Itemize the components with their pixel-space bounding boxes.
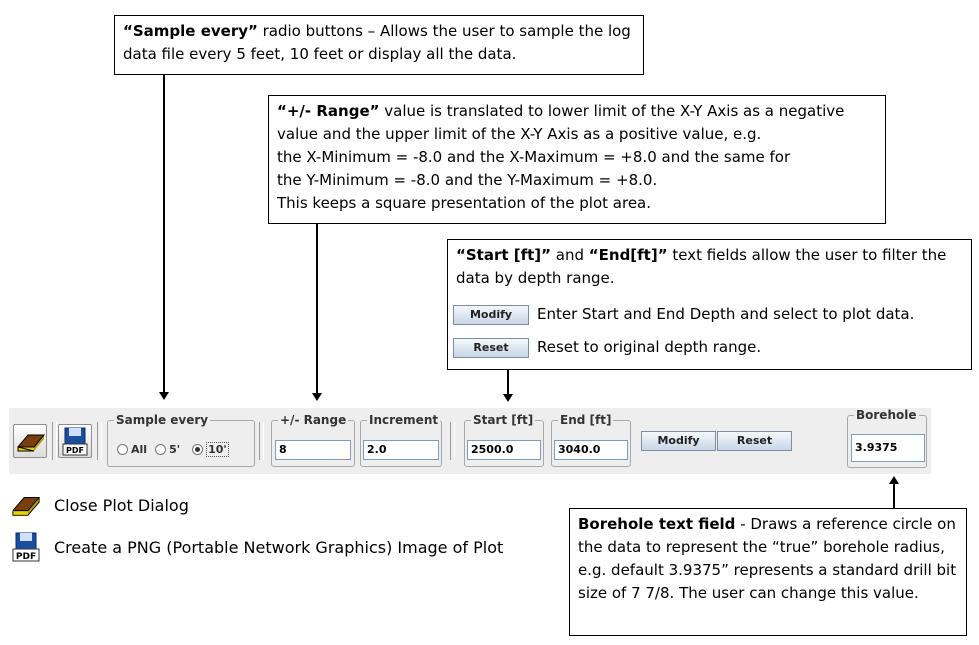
reset-desc: Reset to original depth range. <box>537 338 762 356</box>
range-callout-line4: the Y-Minimum = -8.0 and the Y-Maximum =… <box>277 171 658 189</box>
save-pdf-icon: PDF <box>62 427 88 456</box>
end-label-bold: “End[ft]” <box>588 246 668 264</box>
borehole-callout-title: Borehole text field <box>578 515 736 533</box>
eraser-icon <box>17 434 46 452</box>
range-callout-line1: value is translated to lower limit of th… <box>379 102 845 120</box>
sample-callout-title: “Sample every” <box>123 22 258 40</box>
depth-arrow-head <box>503 394 513 402</box>
range-callout: “+/- Range” value is translated to lower… <box>268 95 886 224</box>
reset-button-sample: Reset <box>453 337 529 358</box>
range-arrow <box>316 224 318 394</box>
end-depth-input[interactable]: 3040.0 <box>554 440 628 460</box>
range-input[interactable]: 8 <box>275 440 351 460</box>
start-legend: Start [ft] <box>473 413 534 427</box>
create-png-button[interactable]: PDF <box>58 424 92 458</box>
toolbar-separator <box>52 422 57 460</box>
toolbar-separator <box>450 422 455 460</box>
radio-10ft[interactable] <box>192 444 204 455</box>
legend-png: PDF Create a PNG (Portable Network Graph… <box>10 531 503 563</box>
radio-10ft-label: 10' <box>206 442 229 457</box>
sample-arrow <box>163 75 165 393</box>
modify-desc: Enter Start and End Depth and select to … <box>537 305 915 323</box>
depth-callout-text: text fields allow the user to filter the… <box>456 246 947 287</box>
legend-png-label: Create a PNG (Portable Network Graphics)… <box>54 537 504 557</box>
start-depth-input[interactable]: 2500.0 <box>467 440 541 460</box>
borehole-input[interactable]: 3.9375 <box>851 434 925 462</box>
depth-mid-text: and <box>551 246 589 264</box>
radio-all-label: All <box>131 443 148 456</box>
radio-all[interactable] <box>117 444 128 455</box>
start-label-bold: “Start [ft]” <box>456 246 552 264</box>
depth-arrow <box>507 370 509 395</box>
sample-radio-row: All 5' 10' <box>117 442 237 457</box>
modify-button[interactable]: Modify <box>641 431 716 451</box>
pdf-icon-text: PDF <box>66 446 84 455</box>
range-legend: +/- Range <box>280 413 347 427</box>
legend-pdf-text: PDF <box>16 552 36 562</box>
range-callout-line3: the X-Minimum = -8.0 and the X-Maximum =… <box>277 148 791 166</box>
borehole-legend: Borehole <box>856 408 917 422</box>
increment-legend: Increment <box>369 413 439 427</box>
borehole-arrow <box>893 483 895 508</box>
radio-5ft-label: 5' <box>169 443 181 456</box>
save-pdf-icon: PDF <box>12 532 40 562</box>
depth-range-callout: “Start [ft]” and “End[ft]” text fields a… <box>447 239 972 370</box>
increment-input[interactable]: 2.0 <box>363 440 439 460</box>
borehole-group: Borehole <box>847 408 927 468</box>
legend-close: Close Plot Dialog <box>10 490 189 520</box>
legend-close-label: Close Plot Dialog <box>54 495 189 515</box>
range-group: +/- Range <box>271 413 355 467</box>
reset-button[interactable]: Reset <box>717 431 792 451</box>
range-callout-line2: value and the upper limit of the X-Y Axi… <box>277 125 762 143</box>
end-group: End [ft] <box>551 413 631 467</box>
borehole-callout-text: - Draws a reference circle on the data t… <box>578 515 957 602</box>
plot-toolbar: PDF Sample every All 5' 10' +/- Range 8 … <box>9 408 931 474</box>
close-plot-button[interactable] <box>13 424 47 458</box>
modify-button-sample: Modify <box>453 304 529 325</box>
sample-arrow-head <box>159 392 169 400</box>
sample-every-callout: “Sample every” radio buttons – Allows th… <box>114 15 644 75</box>
radio-5ft[interactable] <box>155 444 167 455</box>
toolbar-separator <box>259 422 264 460</box>
sample-every-legend: Sample every <box>116 413 209 427</box>
borehole-arrow-head <box>889 476 899 484</box>
increment-group: Increment <box>360 413 442 467</box>
range-callout-line5: This keeps a square presentation of the … <box>277 194 652 212</box>
range-callout-title: “+/- Range” <box>277 102 380 120</box>
end-legend: End [ft] <box>560 413 612 427</box>
toolbar-separator <box>97 422 102 460</box>
eraser-icon <box>12 497 41 516</box>
borehole-callout: Borehole text field - Draws a reference … <box>569 508 967 636</box>
sample-every-group: Sample every <box>107 413 255 467</box>
sample-callout-text: radio buttons – Allows the user to sampl… <box>123 22 631 63</box>
start-group: Start [ft] <box>464 413 544 467</box>
range-arrow-head <box>312 393 322 401</box>
